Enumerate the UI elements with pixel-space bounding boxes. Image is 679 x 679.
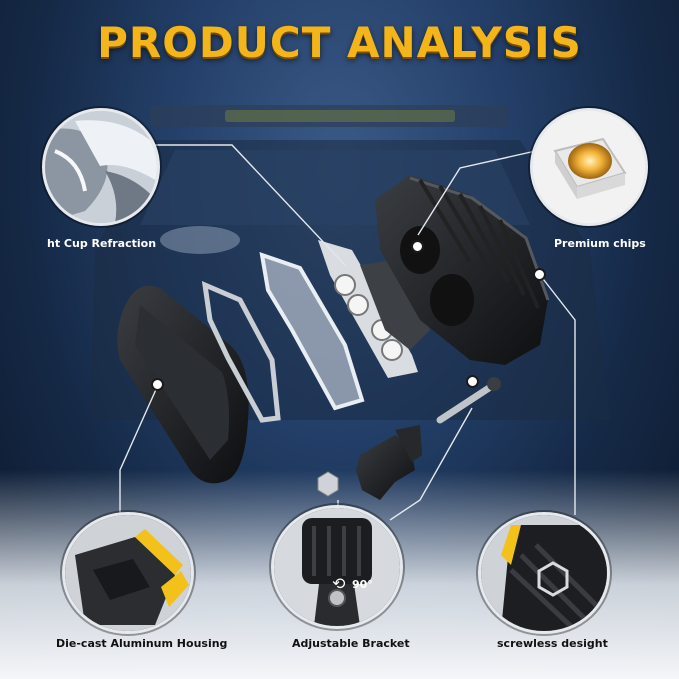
gasket xyxy=(201,280,281,423)
screwless-design-circle xyxy=(478,512,610,634)
lens xyxy=(259,252,365,411)
die-cast-housing-circle xyxy=(62,512,194,634)
adjustable-bracket-image xyxy=(274,508,400,626)
premium-chips-circle xyxy=(530,108,648,226)
cup-refraction-circle xyxy=(42,108,160,226)
cup-refraction-image xyxy=(45,111,157,223)
screwless-design-label: screwless desight xyxy=(497,637,608,650)
headline: PRODUCT ANALYSIS xyxy=(97,18,582,67)
callout-dot-screwless xyxy=(533,268,546,281)
callout-dot-chips xyxy=(411,240,424,253)
rotate-icon: ⟲ xyxy=(332,574,346,593)
nut xyxy=(317,471,339,497)
callout-dot-bolt xyxy=(466,375,479,388)
callout-dot-housing xyxy=(151,378,164,391)
bracket-angle: 90° xyxy=(352,578,373,591)
die-cast-housing-image xyxy=(65,515,191,631)
cup-refraction-label: ht Cup Refraction xyxy=(47,237,157,250)
screwless-design-image xyxy=(481,515,607,631)
die-cast-housing-label: Die-cast Aluminum Housing xyxy=(56,637,228,650)
premium-chips-label: Premium chips xyxy=(554,237,646,250)
adjustable-bracket-label: Adjustable Bracket xyxy=(292,637,410,650)
mounting-bracket xyxy=(356,425,422,500)
reflector xyxy=(360,260,430,350)
bolt xyxy=(436,377,501,424)
adjustable-bracket-circle: ⟲ 90° xyxy=(271,505,403,629)
premium-chip-image xyxy=(533,111,645,223)
